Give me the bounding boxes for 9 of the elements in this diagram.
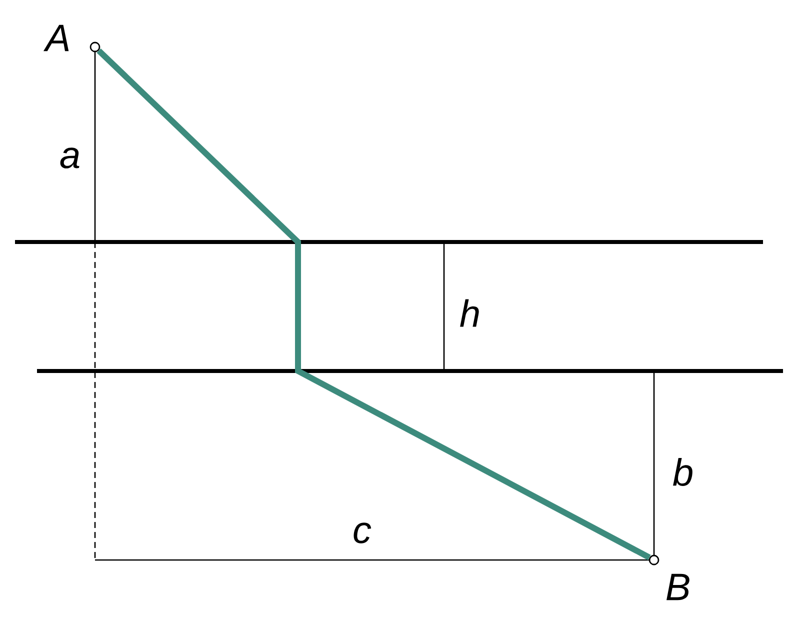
point-label: B bbox=[666, 574, 690, 600]
dimension-label: b bbox=[672, 458, 692, 486]
dimension-label: h bbox=[460, 299, 479, 327]
dimension-label: c bbox=[354, 522, 372, 544]
point-marker bbox=[90, 42, 100, 52]
point-label: A bbox=[43, 24, 69, 52]
path-line bbox=[96, 48, 651, 560]
dimension-label: a bbox=[60, 148, 80, 168]
point-marker bbox=[648, 554, 660, 566]
